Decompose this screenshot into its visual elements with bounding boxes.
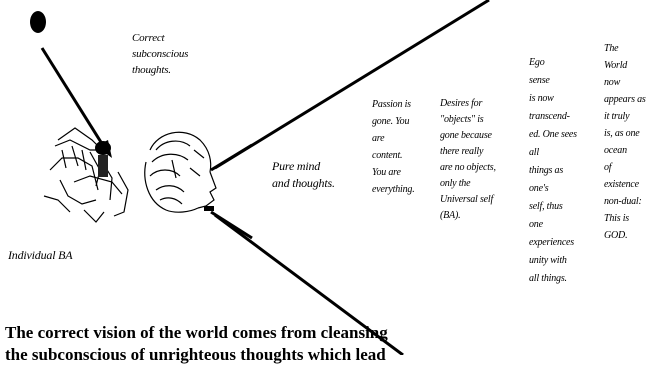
label-pure-mind: Pure mind and thoughts.: [272, 158, 335, 192]
seated-figure-icon: [44, 128, 128, 222]
head-eye-mark: [204, 206, 214, 211]
label-world: The World now appears as it truly is, as…: [604, 40, 646, 244]
head-profile-icon: [145, 132, 216, 212]
arrow-line: [42, 48, 104, 147]
label-passion: Passion is gone. You are content. You ar…: [372, 96, 415, 198]
sun-dot: [30, 11, 46, 33]
label-correct-thoughts: Correct subconscious thoughts.: [132, 30, 188, 78]
caption-line-2: the subconscious of unrighteous thoughts…: [5, 344, 386, 366]
caption-line-1: The correct vision of the world comes fr…: [5, 322, 388, 344]
label-desires: Desires for "objects" is gone because th…: [440, 96, 496, 224]
label-individual-ba: Individual BA: [8, 247, 72, 263]
diagram: Correct subconscious thoughts. Individua…: [0, 0, 657, 355]
label-ego: Ego sense is now transcend- ed. One sees…: [529, 54, 577, 288]
